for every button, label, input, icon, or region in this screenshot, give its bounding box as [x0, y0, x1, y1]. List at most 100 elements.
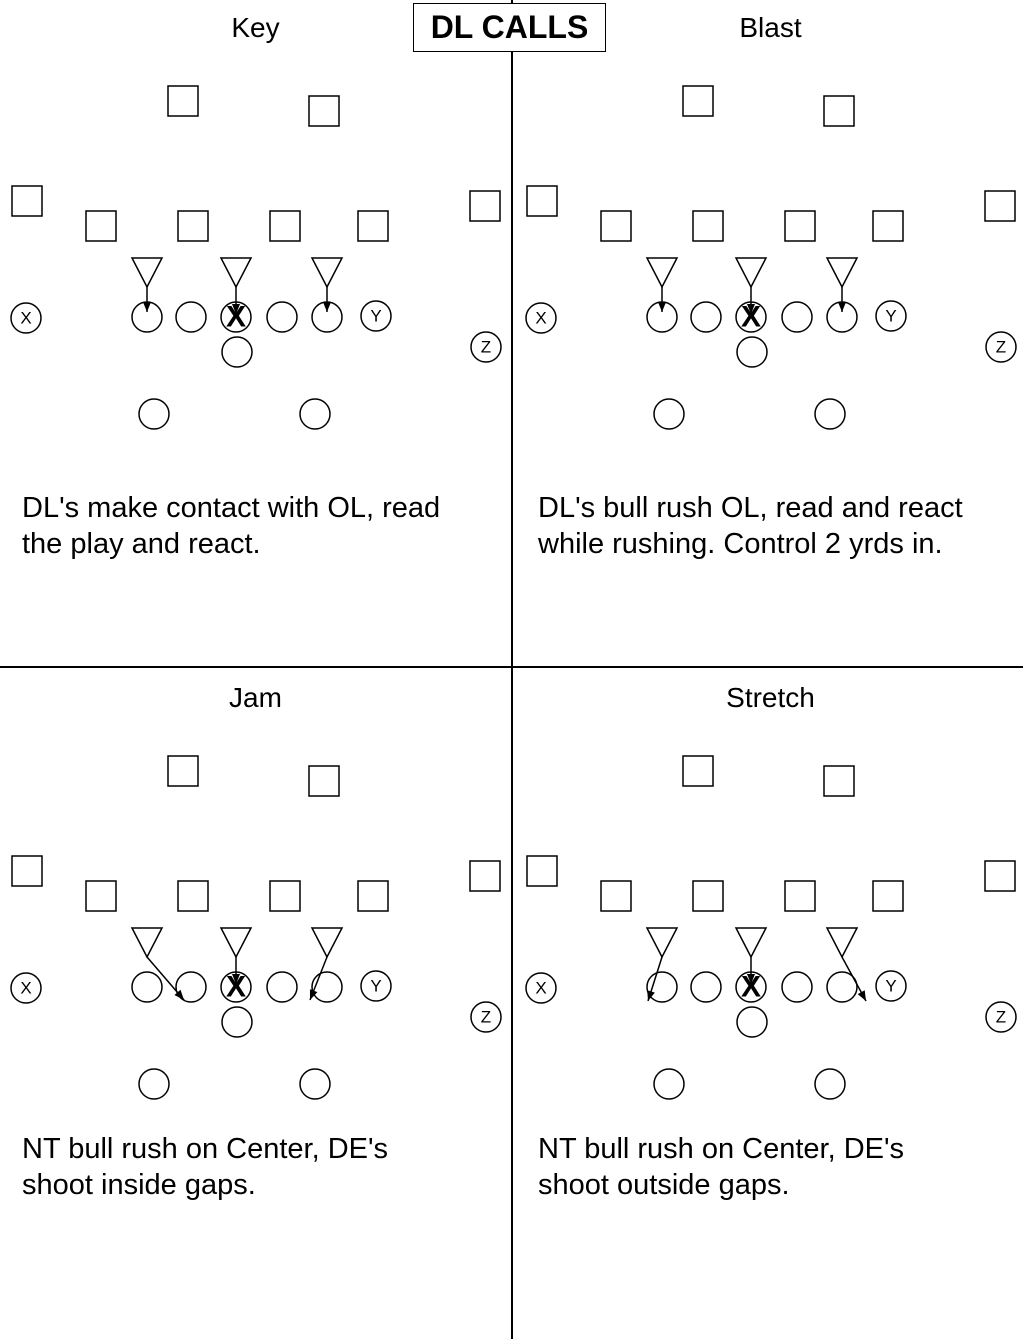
- panel-description: NT bull rush on Center, DE's shoot outsi…: [538, 1133, 905, 1201]
- defensive-lineman-triangle: [825, 257, 859, 289]
- linebacker-square: [357, 880, 389, 912]
- offensive-lineman-circle: [690, 301, 722, 333]
- running-back-circle: [653, 1068, 685, 1100]
- tight-end-circle: [360, 300, 392, 332]
- split-end-label: X: [535, 979, 546, 998]
- corner-square: [984, 860, 1016, 892]
- end-rush-arrow: [647, 956, 663, 1002]
- offensive-lineman-circle: [175, 301, 207, 333]
- panel-description: DL's make contact with OL, read the play…: [22, 492, 441, 560]
- defensive-lineman-triangle: [825, 927, 859, 959]
- center-x-mark: X: [226, 301, 246, 334]
- quarterback-circle: [221, 336, 253, 368]
- safety-square: [682, 85, 714, 117]
- safety-square: [823, 95, 855, 127]
- corner-square: [11, 185, 43, 217]
- split-end-label: X: [20, 979, 31, 998]
- end-rush-arrow: [323, 287, 331, 312]
- end-rush-arrow: [146, 956, 185, 1001]
- offensive-lineman-circle: [266, 301, 298, 333]
- linebacker-square: [784, 880, 816, 912]
- running-back-circle: [814, 1068, 846, 1100]
- panel-title: Key: [231, 12, 280, 43]
- tight-end-label: Y: [370, 977, 381, 996]
- running-back-circle: [814, 398, 846, 430]
- horizontal-divider: [0, 666, 1023, 668]
- offensive-lineman-circle: [781, 971, 813, 1003]
- nose-tackle-rush-arrow: [232, 287, 240, 314]
- nose-tackle-rush-arrow: [747, 287, 755, 314]
- center-x-mark: X: [741, 301, 761, 334]
- offensive-lineman-circle: [131, 971, 163, 1003]
- flanker-label: Z: [481, 338, 491, 357]
- flanker-circle: [985, 331, 1017, 363]
- tight-end-label: Y: [885, 977, 896, 996]
- end-rush-arrow: [309, 956, 328, 1001]
- tight-end-circle: [875, 300, 907, 332]
- safety-square: [682, 755, 714, 787]
- flanker-circle: [470, 1001, 502, 1033]
- panel-description: NT bull rush on Center, DE's shoot insid…: [22, 1133, 389, 1201]
- safety-square: [167, 85, 199, 117]
- offensive-lineman-circle: [826, 971, 858, 1003]
- defensive-lineman-triangle: [310, 927, 344, 959]
- running-back-circle: [138, 1068, 170, 1100]
- defensive-lineman-triangle: [734, 257, 768, 289]
- linebacker-square: [872, 210, 904, 242]
- split-end-circle: [525, 972, 557, 1004]
- split-end-circle: [10, 302, 42, 334]
- tight-end-label: Y: [370, 307, 381, 326]
- corner-square: [11, 855, 43, 887]
- center-x-mark: X: [741, 971, 761, 1004]
- panel-jam: Jam X X Y Z NT bull rush on Center, DE's sh…: [0, 670, 511, 1336]
- defensive-lineman-triangle: [219, 927, 253, 959]
- nose-tackle-rush-arrow: [747, 957, 755, 984]
- defensive-lineman-triangle: [130, 257, 164, 289]
- linebacker-square: [872, 880, 904, 912]
- end-rush-arrow: [838, 287, 846, 312]
- offensive-lineman-circle: [781, 301, 813, 333]
- tight-end-circle: [360, 970, 392, 1002]
- panel-title: Jam: [229, 682, 282, 713]
- offensive-lineman-circle: [266, 971, 298, 1003]
- running-back-circle: [299, 1068, 331, 1100]
- flanker-circle: [985, 1001, 1017, 1033]
- page-title: DL CALLS: [413, 3, 606, 52]
- safety-square: [308, 765, 340, 797]
- linebacker-square: [85, 880, 117, 912]
- defensive-lineman-triangle: [130, 927, 164, 959]
- linebacker-square: [600, 210, 632, 242]
- running-back-circle: [653, 398, 685, 430]
- flanker-circle: [470, 331, 502, 363]
- linebacker-square: [177, 880, 209, 912]
- flanker-label: Z: [481, 1008, 491, 1027]
- safety-square: [167, 755, 199, 787]
- vertical-divider: [511, 0, 513, 1339]
- linebacker-square: [692, 880, 724, 912]
- linebacker-square: [357, 210, 389, 242]
- running-back-circle: [299, 398, 331, 430]
- safety-square: [308, 95, 340, 127]
- nose-tackle-rush-arrow: [232, 957, 240, 984]
- offensive-lineman-circle: [311, 971, 343, 1003]
- tight-end-label: Y: [885, 307, 896, 326]
- safety-square: [823, 765, 855, 797]
- center-x-mark: X: [226, 971, 246, 1004]
- play-diagram: X X Y Z: [10, 755, 502, 1100]
- quarterback-circle: [221, 1006, 253, 1038]
- defensive-lineman-triangle: [645, 257, 679, 289]
- panel-title: Blast: [739, 12, 802, 43]
- offensive-lineman-circle: [175, 971, 207, 1003]
- offensive-lineman-circle: [646, 971, 678, 1003]
- running-back-circle: [138, 398, 170, 430]
- split-end-label: X: [535, 309, 546, 328]
- defensive-lineman-triangle: [645, 927, 679, 959]
- linebacker-square: [600, 880, 632, 912]
- split-end-circle: [525, 302, 557, 334]
- quarterback-circle: [736, 336, 768, 368]
- end-rush-arrow: [841, 956, 867, 1002]
- linebacker-square: [269, 880, 301, 912]
